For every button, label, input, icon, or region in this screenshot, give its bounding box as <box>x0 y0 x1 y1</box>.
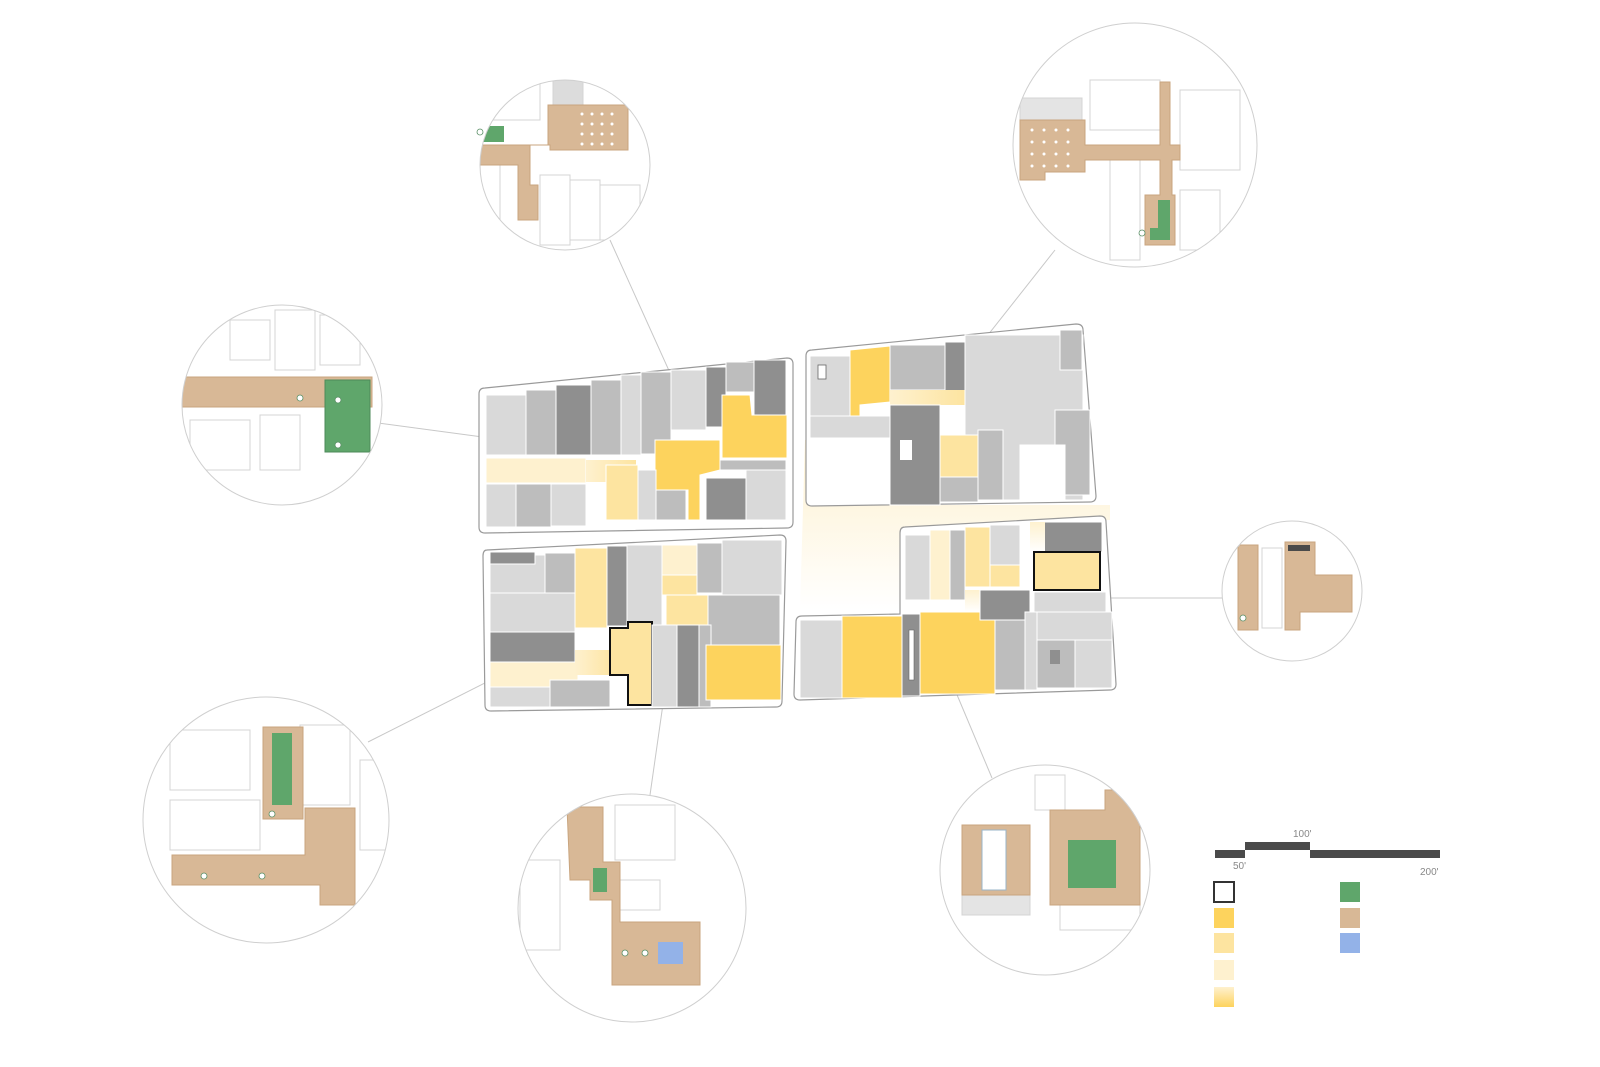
scale-bar: 50' 100' 200' <box>1215 829 1440 878</box>
tree-icon <box>334 396 342 404</box>
tree-icon <box>268 810 276 818</box>
tree-icon <box>641 949 649 957</box>
legend-swatch-green-space <box>1340 882 1360 902</box>
block-top-right <box>805 323 1097 507</box>
tree-icon <box>200 872 208 880</box>
legend-swatch-gradient-yellow <box>1214 987 1234 1007</box>
legend-swatch-outlined-building <box>1213 881 1235 903</box>
callout-right <box>1221 520 1363 662</box>
legend <box>1213 881 1360 1007</box>
tree-icon <box>1239 614 1247 622</box>
callout-top-right <box>1012 22 1258 268</box>
callout-top-left <box>476 79 651 251</box>
scale-label-100: 100' <box>1293 829 1312 840</box>
tree-icon <box>258 872 266 880</box>
main-site-plan <box>478 323 1117 712</box>
tree-icon <box>296 394 304 402</box>
tree-icon <box>621 949 629 957</box>
legend-swatch-mid-yellow <box>1214 933 1234 953</box>
callout-bottom-left <box>142 696 390 944</box>
legend-swatch-strong-yellow <box>1214 908 1234 928</box>
callout-left <box>181 304 383 506</box>
tree-icon <box>334 441 342 449</box>
outlined-building-b <box>1033 551 1101 591</box>
block-bottom-right <box>793 515 1117 701</box>
block-top-left <box>478 357 794 534</box>
legend-swatch-tan-paving <box>1340 908 1360 928</box>
legend-swatch-light-yellow <box>1214 960 1234 980</box>
callout-2-dot-grid <box>1030 128 1070 168</box>
tree-icon <box>1138 229 1146 237</box>
callout-1-dot-grid <box>580 112 614 146</box>
scale-label-200: 200' <box>1420 867 1439 878</box>
scale-label-50: 50' <box>1233 861 1246 872</box>
block-bottom-left <box>482 534 787 712</box>
callout-bottom-right <box>939 764 1151 976</box>
legend-swatch-water <box>1340 933 1360 953</box>
tree-icon <box>476 128 484 136</box>
callout-bottom-center <box>517 793 747 1023</box>
